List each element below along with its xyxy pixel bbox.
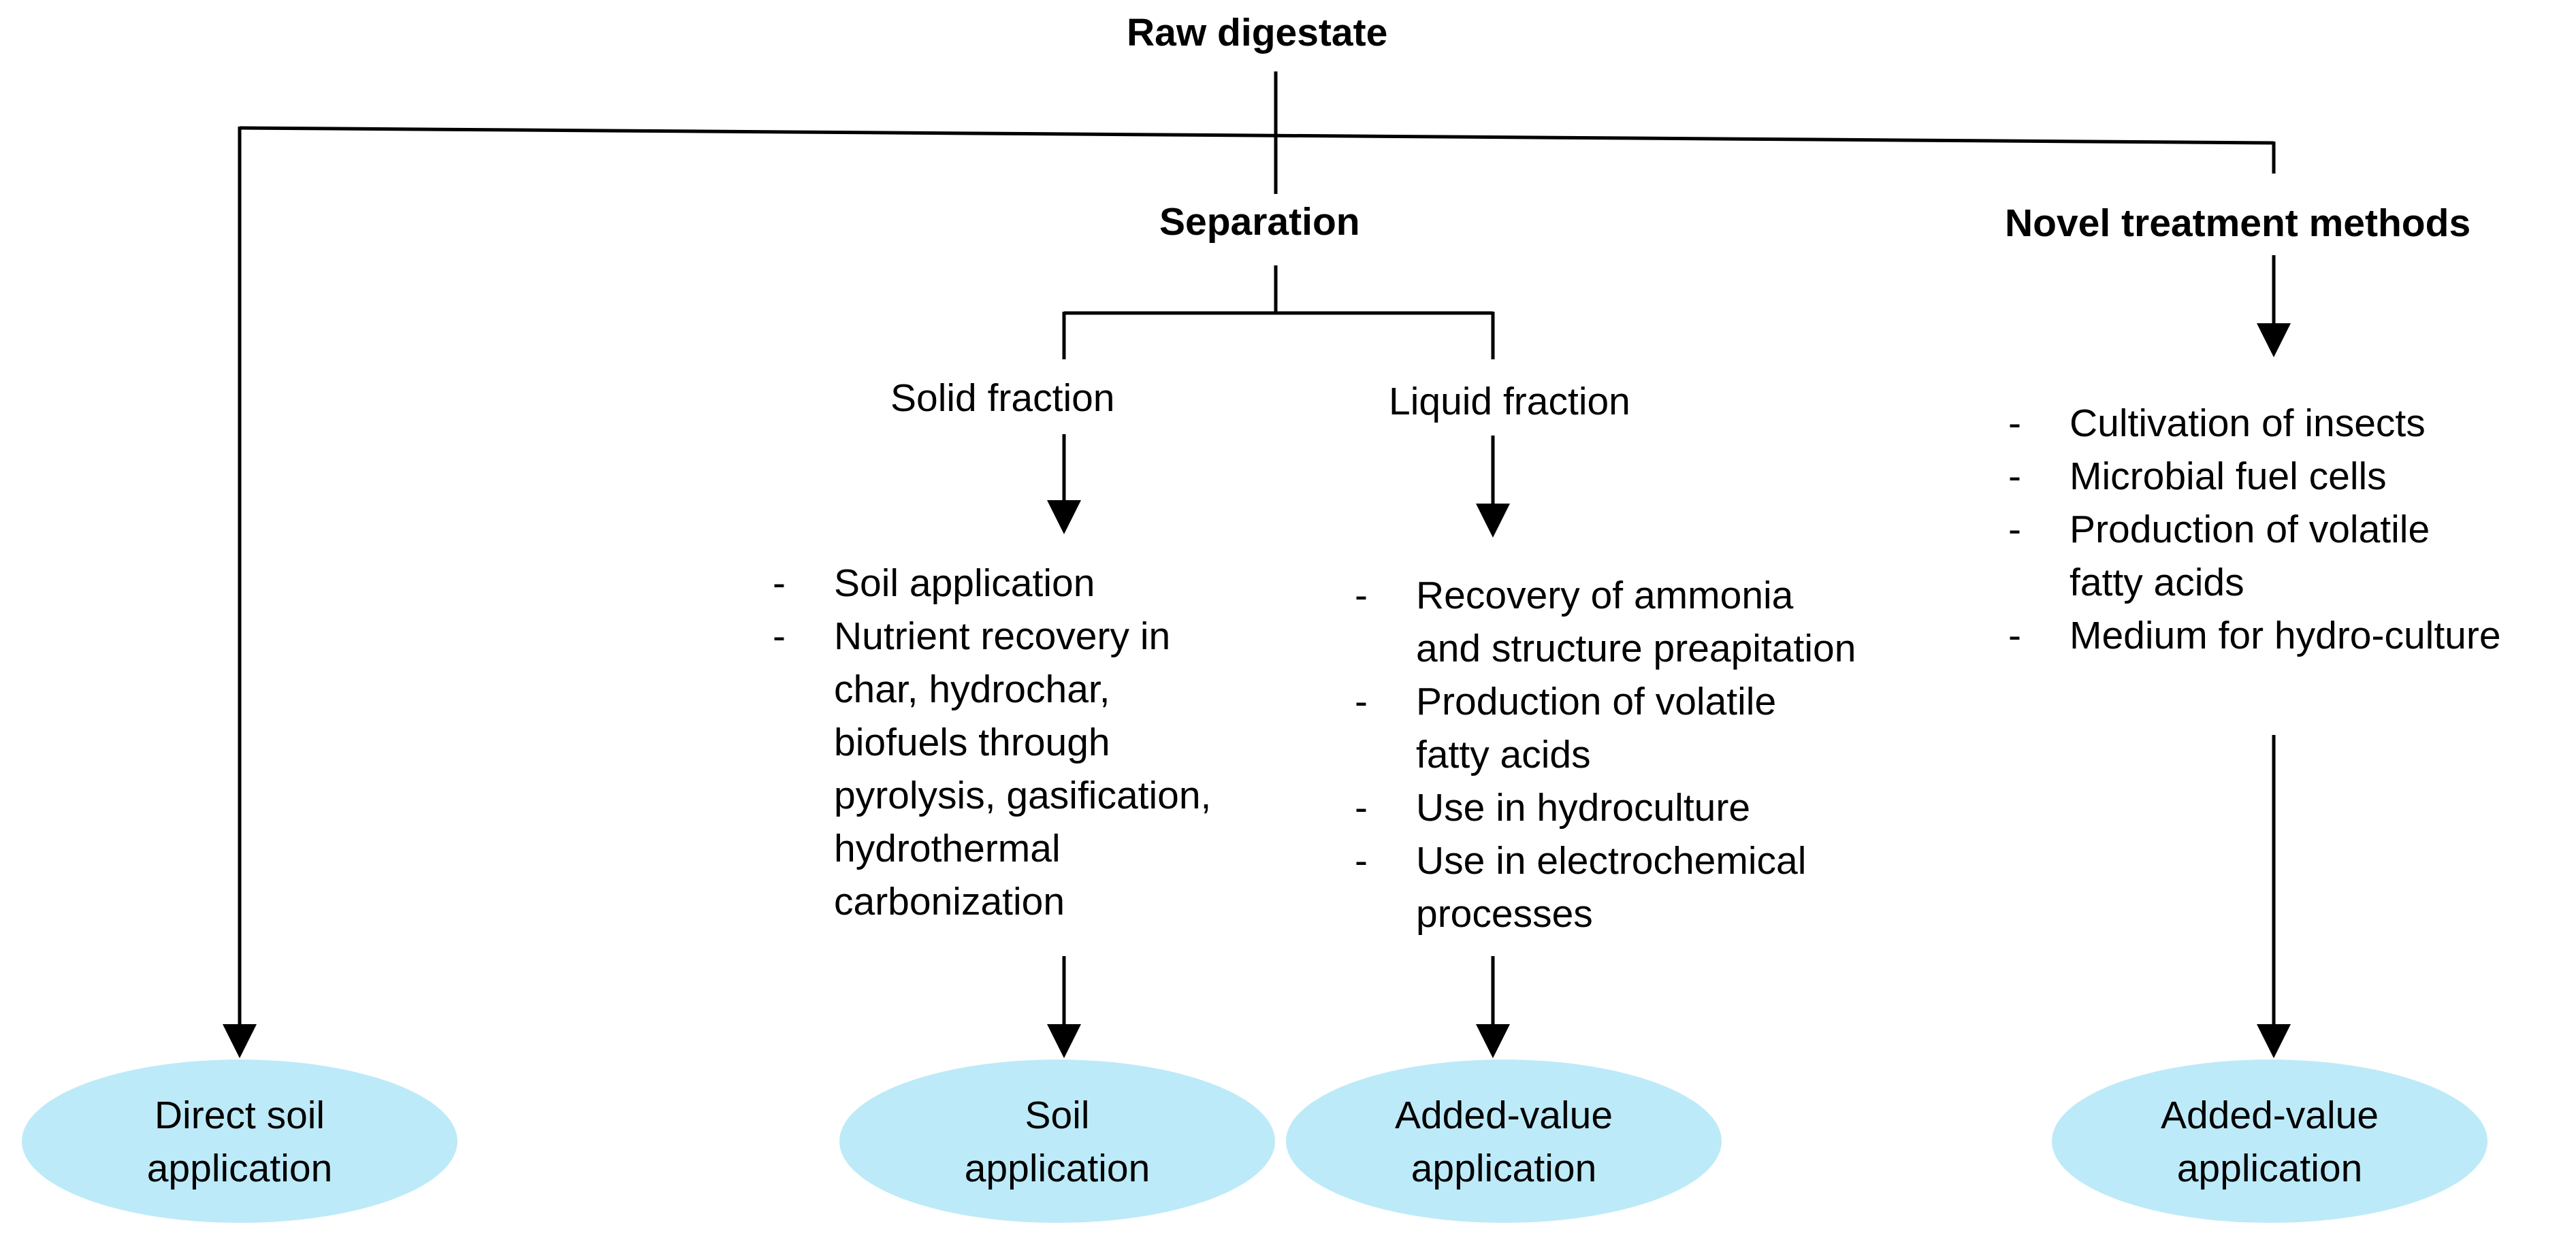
liquid-list-item: - Recovery of ammonia and structure preapi… <box>1355 569 1856 675</box>
liquid-list-item: - Use in hydroculture <box>1355 781 1856 834</box>
top-branch-line <box>239 126 2274 145</box>
liquid-fraction-label: Liquid fraction <box>1389 380 1630 423</box>
solid-list-item: - Soil application <box>773 557 1211 610</box>
added-value-oval-1 <box>1286 1060 1722 1223</box>
list-item-line: Microbial fuel cells <box>2070 455 2387 498</box>
outcome-label-line: Direct soil <box>154 1094 325 1137</box>
list-item-line: Use in electrochemical <box>1416 839 1807 883</box>
list-item-line: Use in hydroculture <box>1416 786 1751 830</box>
root-node-label: Raw digestate <box>1127 11 1388 54</box>
list-item-line: Recovery of ammonia <box>1416 574 1794 617</box>
bullet-dash: - <box>1355 574 1368 617</box>
novel-methods-list: - Cultivation of insects - Microbial fuel c… <box>2008 397 2501 662</box>
list-item-line: carbonization <box>834 880 1065 923</box>
list-item-line: Cultivation of insects <box>2070 401 2426 445</box>
outcome-label-line: Soil <box>1025 1094 1090 1137</box>
liquid-list-item: - Use in electrochemical processes <box>1355 834 1856 940</box>
list-item-line: processes <box>1416 892 1593 936</box>
bullet-dash: - <box>2008 401 2021 445</box>
connector-lines <box>223 71 2291 1058</box>
outcome-label-line: Added-value <box>2160 1094 2379 1137</box>
novel-list-item: - Medium for hydro-culture <box>2008 609 2501 662</box>
novel-list-item: - Microbial fuel cells <box>2008 450 2501 503</box>
bullet-dash: - <box>1355 839 1368 883</box>
list-item-line: fatty acids <box>2070 561 2244 604</box>
direct-soil-outcome-label: Direct soil application <box>63 1089 417 1195</box>
outcome-label-line: application <box>2176 1147 2363 1190</box>
list-item-line: biofuels through <box>834 721 1110 764</box>
novel-node-label: Novel treatment methods <box>2005 201 2471 245</box>
liquid-list-item: - Production of volatile fatty acids <box>1355 675 1856 781</box>
outcome-label-line: Added-value <box>1394 1094 1613 1137</box>
list-item-line: Production of volatile <box>2070 508 2430 551</box>
outcome-label-line: application <box>1411 1147 1597 1190</box>
outcome-ovals <box>22 1060 2488 1223</box>
list-item-line: fatty acids <box>1416 733 1591 776</box>
added-value-oval-2 <box>2052 1060 2488 1223</box>
solid-fraction-list: - Soil application - Nutrient recovery in ch… <box>773 557 1211 928</box>
solid-fraction-label: Solid fraction <box>890 376 1115 420</box>
bullet-dash: - <box>1355 680 1368 723</box>
list-item-line: Medium for hydro-culture <box>2070 614 2501 657</box>
bullet-dash: - <box>1355 786 1368 830</box>
bullet-dash: - <box>773 561 786 605</box>
bullet-dash: - <box>2008 455 2021 498</box>
list-item-line: pyrolysis, gasification, <box>834 774 1212 817</box>
soil-outcome-label: Soil application <box>880 1089 1234 1195</box>
list-item-line: Soil application <box>834 561 1095 605</box>
separation-node-label: Separation <box>1159 200 1360 244</box>
soil-application-oval <box>839 1060 1275 1223</box>
list-item-line: hydrothermal <box>834 827 1061 870</box>
list-item-line: Nutrient recovery in <box>834 614 1171 658</box>
added-value-outcome-label-1: Added-value application <box>1327 1089 1681 1195</box>
liquid-fraction-list: - Recovery of ammonia and structure preapi… <box>1355 569 1856 940</box>
novel-list-item: - Cultivation of insects <box>2008 397 2501 450</box>
direct-soil-oval <box>22 1060 457 1223</box>
bullet-dash: - <box>773 614 786 658</box>
list-item-line: char, hydrochar, <box>834 668 1110 711</box>
solid-list-item: - Nutrient recovery in char, hydrochar, bio… <box>773 610 1211 928</box>
added-value-outcome-label-2: Added-value application <box>2093 1089 2447 1195</box>
list-item-line: Production of volatile <box>1416 680 1777 723</box>
outcome-label-line: application <box>146 1147 333 1190</box>
bullet-dash: - <box>2008 614 2021 657</box>
outcome-label-line: application <box>964 1147 1150 1190</box>
novel-list-item: - Production of volatile fatty acids <box>2008 503 2501 609</box>
bullet-dash: - <box>2008 508 2021 551</box>
list-item-line: and structure preapitation <box>1416 627 1856 670</box>
